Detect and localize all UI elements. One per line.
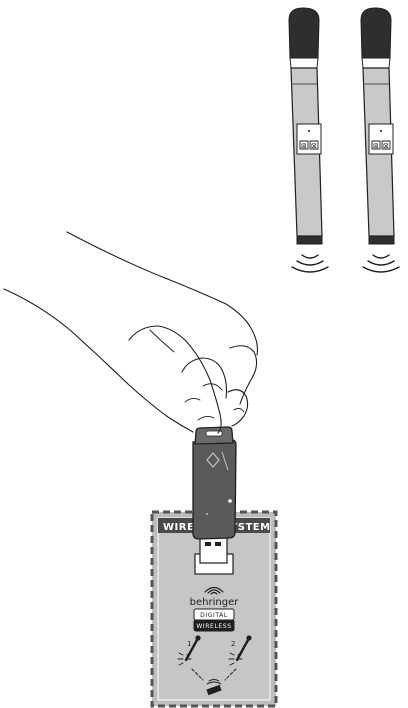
channel-1-microphone-icon: 1 — [177, 635, 201, 666]
signal-waves-icon — [362, 254, 400, 273]
dongle-logo-icon — [206, 452, 220, 468]
led-indicator-icon — [228, 499, 232, 503]
mic-grille-icon — [288, 7, 320, 59]
mic-2-button-right: ⊠ — [383, 142, 389, 150]
card-header-right: YSTEM — [229, 522, 271, 533]
mic-2-button-left: ⊠ — [373, 142, 379, 150]
hand-illustration — [3, 231, 258, 434]
mini-dongle-icon — [206, 679, 222, 696]
mic-grille-icon — [360, 7, 392, 59]
usb-dongle — [192, 426, 237, 564]
mic-1-button-left: ⊠ — [301, 142, 307, 150]
behringer-logo-icon — [204, 586, 224, 595]
dongle-body — [192, 439, 237, 540]
microphone-2: ⊠ ⊠ — [360, 7, 400, 273]
signal-waves-icon — [291, 254, 329, 273]
badge-bottom-label: WIRELESS — [196, 623, 231, 630]
channel-2-label: 2 — [231, 640, 235, 648]
card-header-left: WIRE — [163, 522, 194, 533]
channel-1-label: 1 — [187, 640, 191, 648]
channel-2-microphone-icon: 2 — [228, 635, 252, 666]
mic-control-panel — [368, 123, 394, 155]
usb-connector — [199, 536, 228, 564]
microphone-1: ⊠ ⊠ — [288, 7, 329, 273]
mic-1-button-right: ⊠ — [311, 142, 317, 150]
brand-label: behringer — [190, 597, 240, 608]
badge-top-label: DIGITAL — [200, 612, 228, 619]
